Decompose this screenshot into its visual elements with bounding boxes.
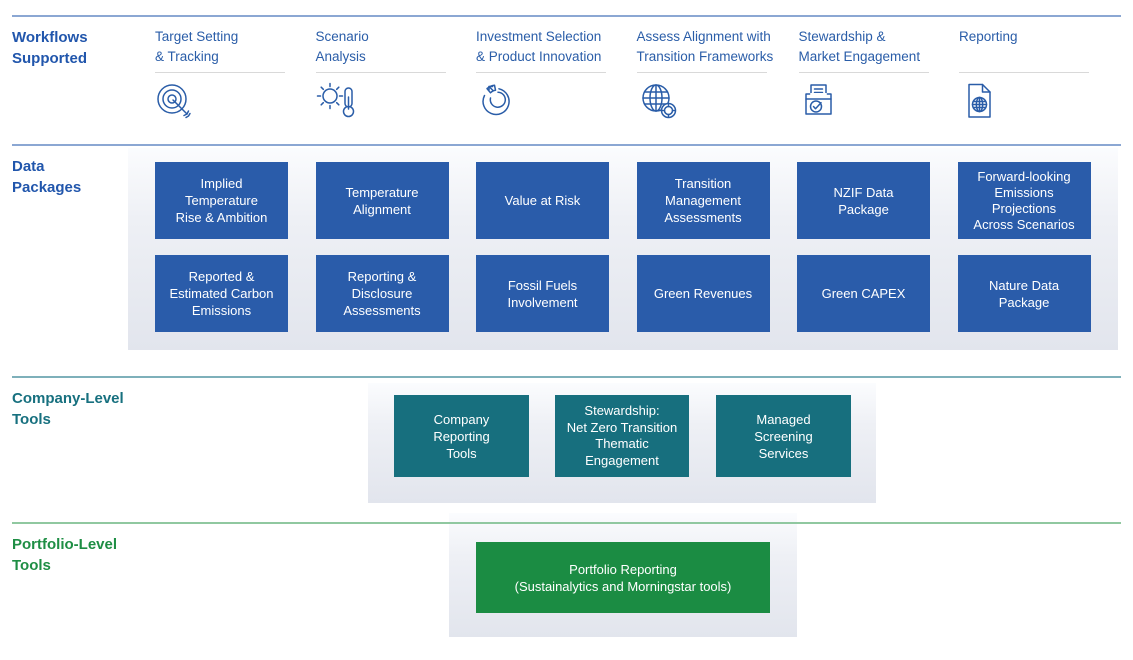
data-package-box: Green Revenues <box>636 255 770 332</box>
workflow-column-stewardship: Stewardship & Market Engagement <box>798 27 945 127</box>
workflow-column-label: Stewardship & Market Engagement <box>798 29 921 64</box>
workflow-column-label: Scenario Analysis <box>315 29 369 64</box>
donut-chart-arrow-icon <box>476 80 518 122</box>
globe-target-icon <box>637 80 679 122</box>
data-packages-heading: Data Packages <box>12 158 82 196</box>
portfolio-tools-heading: Portfolio-Level Tools <box>12 536 118 574</box>
column-separator <box>959 72 1089 73</box>
section-divider-data-packages <box>12 144 1121 146</box>
data-package-box: Forward-looking Emissions Projections Ac… <box>957 162 1091 239</box>
data-packages-panel <box>128 148 1118 350</box>
company-tool-box: Company Reporting Tools <box>394 395 529 477</box>
data-package-box: Transition Management Assessments <box>636 162 770 239</box>
data-package-box: Nature Data Package <box>957 255 1091 332</box>
workflow-column-assess-alignment: Assess Alignment with Transition Framewo… <box>636 27 783 127</box>
data-package-box: NZIF Data Package <box>797 162 930 239</box>
workflow-column-label: Assess Alignment with Transition Framewo… <box>636 29 774 64</box>
sun-thermometer-icon <box>316 80 358 122</box>
column-separator <box>315 72 446 73</box>
data-package-box: Reported & Estimated Carbon Emissions <box>155 255 288 332</box>
data-package-box: Green CAPEX <box>797 255 930 332</box>
company-tool-box: Managed Screening Services <box>716 395 851 477</box>
data-package-box: Value at Risk <box>476 162 609 239</box>
workflow-column-label: Reporting <box>959 29 1018 44</box>
ballot-box-icon <box>799 80 841 122</box>
workflow-column-scenario-analysis: Scenario Analysis <box>315 27 462 127</box>
portfolio-tool-box: Portfolio Reporting (Sustainalytics and … <box>476 542 770 613</box>
workflow-column-label: Investment Selection & Product Innovatio… <box>476 29 602 64</box>
workflows-heading: Workflows Supported <box>12 29 88 67</box>
target-arrow-icon <box>155 80 197 122</box>
column-separator <box>798 72 929 73</box>
workflow-column-reporting: Reporting <box>959 27 1105 127</box>
column-separator <box>636 72 767 73</box>
section-divider-portfolio-tools <box>12 522 1121 524</box>
data-package-box: Temperature Alignment <box>315 162 449 239</box>
data-package-box: Reporting & Disclosure Assessments <box>315 255 449 332</box>
data-package-box: Fossil Fuels Involvement <box>476 255 609 332</box>
workflow-column-label: Target Setting & Tracking <box>155 29 239 64</box>
company-tools-heading: Company-Level Tools <box>12 390 124 428</box>
document-globe-icon <box>959 80 1001 122</box>
data-package-box: Implied Temperature Rise & Ambition <box>155 162 288 239</box>
company-tool-box: Stewardship: Net Zero Transition Themati… <box>555 395 689 477</box>
workflow-column-target-setting: Target Setting & Tracking <box>155 27 301 127</box>
workflow-column-investment-selection: Investment Selection & Product Innovatio… <box>476 27 622 127</box>
column-separator <box>155 72 285 73</box>
section-divider-company-tools <box>12 376 1121 378</box>
column-separator <box>476 72 606 73</box>
section-divider-workflows <box>12 15 1121 17</box>
